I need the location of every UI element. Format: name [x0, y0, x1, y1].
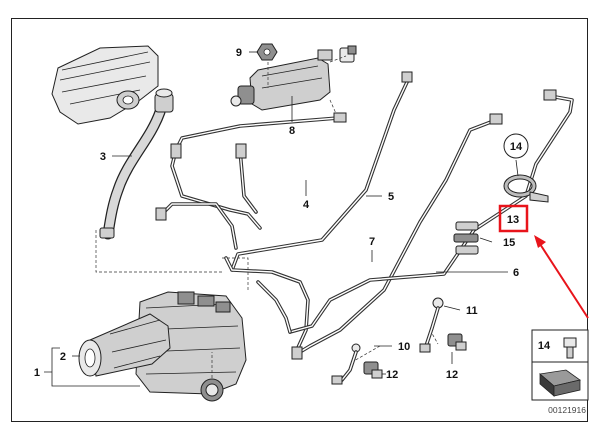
- pipe-part-5: [155, 71, 413, 272]
- assembly-arrow-icon: [539, 369, 581, 397]
- callout-11: 11: [466, 305, 478, 317]
- callout-6: 6: [513, 267, 519, 279]
- hydraulic-unit-part-1: [135, 291, 247, 402]
- highlight-arrow: [534, 235, 589, 319]
- clips-part-15: [453, 221, 479, 255]
- highlight-box: [498, 204, 529, 233]
- leader-lines: [44, 51, 519, 387]
- legend-inset: 14: [531, 329, 589, 401]
- callout-labels: 9 8 3 4 5 7 6 10 11 12 12 15 2 1: [34, 47, 519, 381]
- intake-manifold-illustration: [51, 45, 159, 125]
- bolt-icon: [563, 337, 577, 359]
- callout-10: 10: [398, 341, 410, 353]
- callout-3: 3: [100, 151, 106, 163]
- arrowhead-icon: [534, 235, 546, 248]
- nut-part-12-left: [363, 361, 383, 379]
- nut-part-12-right: [447, 333, 467, 351]
- sensor-part-10: [331, 343, 361, 385]
- sensor-part-11: [419, 297, 444, 353]
- callout-12-left: 12: [386, 369, 398, 381]
- callout-2: 2: [60, 351, 66, 363]
- callout-4: 4: [303, 199, 310, 211]
- pipe-part-4: [170, 112, 347, 230]
- hose-part-3: [99, 88, 174, 240]
- part-number: 00121916: [548, 405, 586, 415]
- callout-12-right: 12: [446, 369, 458, 381]
- legend-box-number: 14: [538, 340, 551, 352]
- cylinder-part-8: [230, 45, 357, 111]
- callout-13: 13: [507, 214, 519, 226]
- callout-7: 7: [369, 236, 375, 248]
- callout-9: 9: [236, 47, 242, 59]
- highlighted-callout-13: 13: [498, 204, 529, 233]
- callout-1: 1: [34, 367, 40, 379]
- callout-14-circle: 14: [503, 133, 529, 159]
- clamp-part-13: [503, 174, 549, 203]
- pipe-part-7: [224, 113, 503, 360]
- pump-motor-part-2: [78, 313, 171, 377]
- callout-8: 8: [289, 125, 295, 137]
- callout-15: 15: [503, 237, 515, 249]
- callout-5: 5: [388, 191, 394, 203]
- callout-14: 14: [510, 141, 523, 153]
- nut-part-9: [256, 43, 278, 61]
